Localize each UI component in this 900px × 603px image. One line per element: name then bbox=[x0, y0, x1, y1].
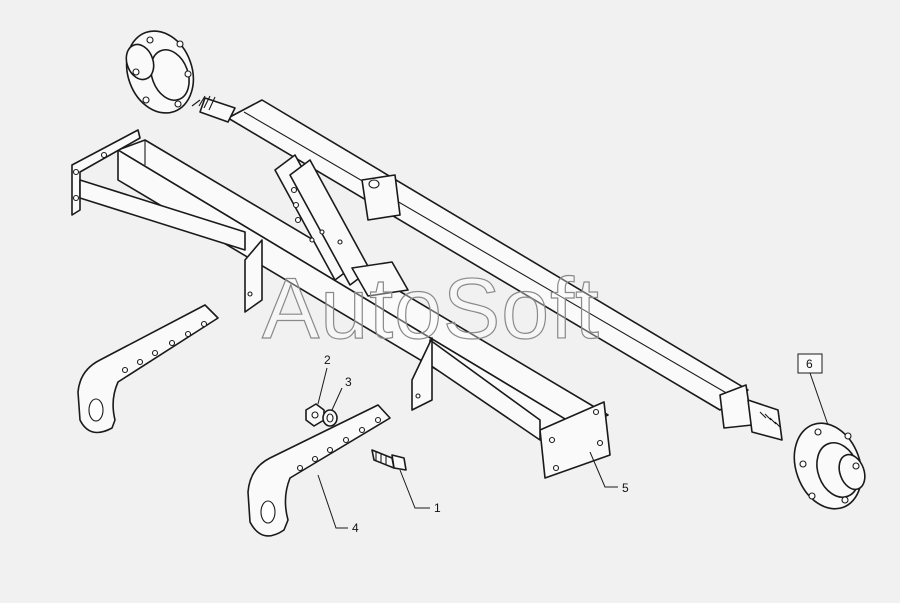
callout-6: 6 bbox=[806, 357, 813, 371]
wheel-hub-left bbox=[125, 30, 195, 114]
washer bbox=[322, 409, 338, 427]
watermark: AutoSoft bbox=[262, 261, 600, 357]
callout-2: 2 bbox=[324, 353, 331, 367]
bolt bbox=[371, 449, 407, 471]
callout-6-box: 6 bbox=[797, 353, 823, 374]
cross-member bbox=[244, 239, 611, 479]
hitch-arm-upper bbox=[77, 304, 219, 434]
wheel-hub-right bbox=[793, 422, 866, 510]
callout-3: 3 bbox=[345, 375, 352, 389]
callout-4: 4 bbox=[352, 521, 359, 535]
hitch-arm-lower bbox=[247, 404, 391, 537]
leader-lines bbox=[317, 367, 829, 529]
axle-tube bbox=[191, 95, 783, 441]
callout-1: 1 bbox=[434, 501, 441, 515]
nut bbox=[305, 403, 325, 427]
callout-5: 5 bbox=[622, 481, 629, 495]
center-bracket bbox=[274, 154, 409, 297]
